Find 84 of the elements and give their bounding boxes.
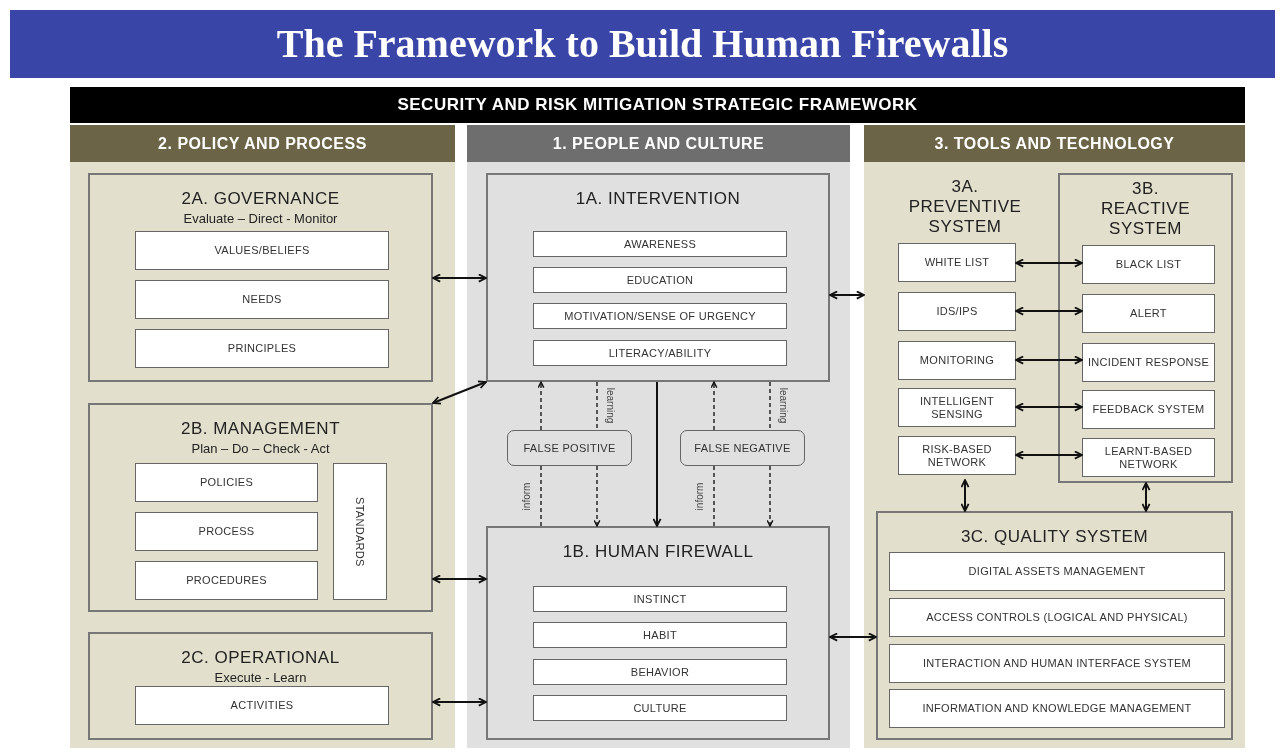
dashed-arrow: [537, 381, 545, 431]
section-panel: [486, 173, 830, 382]
component-box: FEEDBACK SYSTEM: [1082, 390, 1215, 429]
column-panel: [864, 125, 1245, 748]
section-panel: [876, 511, 1233, 740]
component-box: INFORMATION AND KNOWLEDGE MANAGEMENT: [889, 689, 1225, 728]
component-box: INSTINCT: [533, 586, 787, 612]
component-box: LEARNT-BASED NETWORK: [1082, 438, 1215, 477]
section-heading: 1A. INTERVENTION: [574, 189, 742, 209]
component-box: MONITORING: [898, 341, 1016, 380]
component-box: INTELLIGENT SENSING: [898, 388, 1016, 427]
component-box: STANDARDS: [333, 463, 387, 600]
outcome-box: FALSE NEGATIVE: [680, 430, 805, 466]
component-box: DIGITAL ASSETS MANAGEMENT: [889, 552, 1225, 591]
component-box: INCIDENT RESPONSE: [1082, 343, 1215, 382]
double-arrow: [1141, 482, 1151, 512]
edge-label: inform: [694, 481, 706, 511]
section-subheading: Plan – Do – Check - Act: [190, 441, 331, 456]
component-box: HABIT: [533, 622, 787, 648]
section-heading: 3B. REACTIVE SYSTEM: [1100, 179, 1191, 239]
section-heading: 2C. OPERATIONAL: [180, 648, 341, 668]
double-arrow: [829, 290, 865, 300]
component-box: PROCESS: [135, 512, 318, 551]
edge-label: learning: [778, 386, 790, 424]
section-subheading: Execute - Learn: [213, 670, 308, 685]
section-heading: 2B. MANAGEMENT: [179, 419, 342, 439]
component-box: BLACK LIST: [1082, 245, 1215, 284]
component-box: LITERACY/ABILITY: [533, 340, 787, 366]
arrow: [652, 381, 662, 527]
section-heading: 1B. HUMAN FIREWALL: [561, 542, 755, 562]
section-panel: [486, 526, 830, 740]
section-heading: 3C. QUALITY SYSTEM: [959, 527, 1150, 547]
double-arrow: [432, 273, 487, 283]
column-panel: [467, 125, 850, 748]
section-panel: [88, 632, 433, 740]
title-banner: The Framework to Build Human Firewalls: [10, 10, 1275, 78]
component-box: NEEDS: [135, 280, 389, 319]
component-box: POLICIES: [135, 463, 318, 502]
edge-label: inform: [521, 481, 533, 511]
section-panel: [88, 173, 433, 382]
component-box: RISK-BASED NETWORK: [898, 436, 1016, 475]
dashed-arrow: [710, 381, 718, 431]
component-box: VALUES/BELIEFS: [135, 231, 389, 270]
section-heading: 3A. PREVENTIVE SYSTEM: [907, 177, 1023, 237]
double-arrow: [829, 632, 877, 642]
section-subheading: Evaluate – Direct - Monitor: [182, 211, 339, 226]
section-panel: [1058, 173, 1233, 483]
double-arrow: [432, 380, 487, 405]
column-header: 3. TOOLS AND TECHNOLOGY: [864, 125, 1245, 162]
component-box: INTERACTION AND HUMAN INTERFACE SYSTEM: [889, 644, 1225, 683]
double-arrow: [960, 479, 970, 512]
component-box: AWARENESS: [533, 231, 787, 257]
component-box: ALERT: [1082, 294, 1215, 333]
section-panel: [88, 403, 433, 612]
component-box: ACCESS CONTROLS (LOGICAL AND PHYSICAL): [889, 598, 1225, 637]
double-arrow: [1015, 306, 1083, 316]
outcome-box: FALSE POSITIVE: [507, 430, 632, 466]
component-box: PRINCIPLES: [135, 329, 389, 368]
column-panel: [70, 125, 455, 748]
component-box: ACTIVITIES: [135, 686, 389, 725]
component-box: WHITE LIST: [898, 243, 1016, 282]
dashed-arrow: [766, 465, 774, 527]
framework-header-bar: SECURITY AND RISK MITIGATION STRATEGIC FRAMEWORK: [70, 87, 1245, 123]
component-box: IDS/IPS: [898, 292, 1016, 331]
component-box: BEHAVIOR: [533, 659, 787, 685]
column-header: 2. POLICY AND PROCESS: [70, 125, 455, 162]
component-box: CULTURE: [533, 695, 787, 721]
dashed-line: [769, 381, 771, 431]
component-box: MOTIVATION/SENSE OF URGENCY: [533, 303, 787, 329]
double-arrow: [432, 574, 487, 584]
dashed-line: [713, 465, 715, 527]
double-arrow: [1015, 258, 1083, 268]
double-arrow: [1015, 450, 1083, 460]
component-box: EDUCATION: [533, 267, 787, 293]
section-heading: 2A. GOVERNANCE: [180, 189, 341, 209]
dashed-line: [596, 381, 598, 431]
dashed-arrow: [593, 465, 601, 527]
double-arrow: [1015, 355, 1083, 365]
dashed-line: [540, 465, 542, 527]
component-box: PROCEDURES: [135, 561, 318, 600]
edge-label: learning: [605, 386, 617, 424]
double-arrow: [1015, 402, 1083, 412]
double-arrow: [432, 697, 487, 707]
column-header: 1. PEOPLE AND CULTURE: [467, 125, 850, 162]
